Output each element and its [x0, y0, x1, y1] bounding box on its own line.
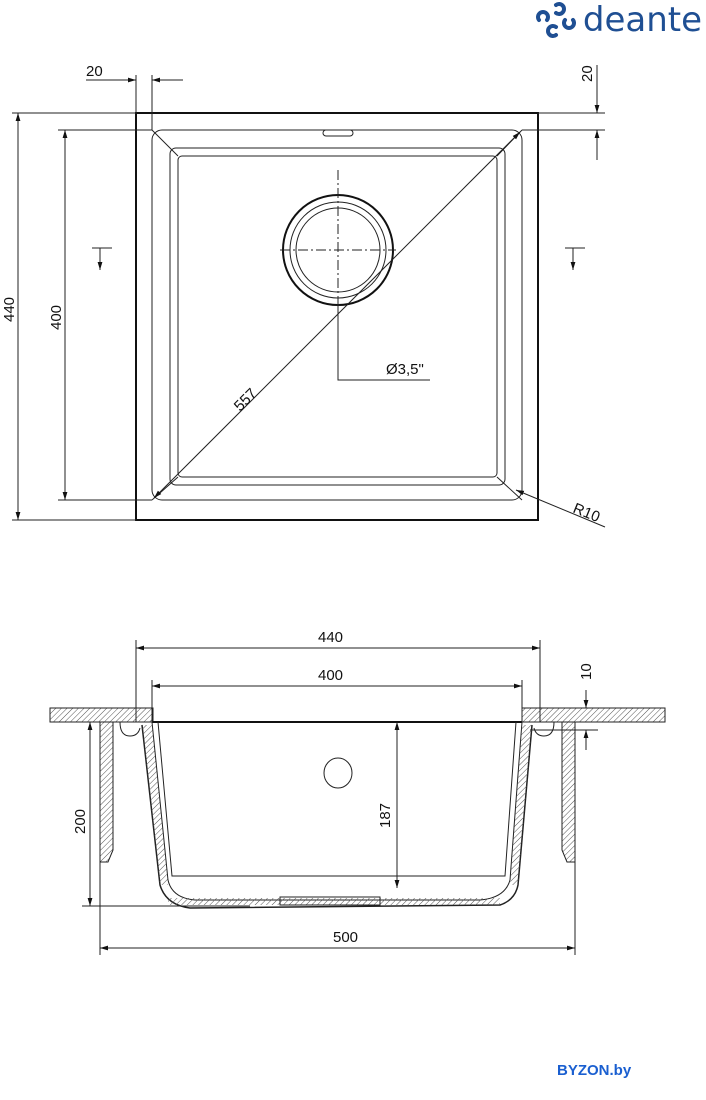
clip-right [533, 721, 555, 737]
logo-text: deante [582, 0, 702, 40]
deante-logo: deante [535, 0, 702, 40]
dim-cabinet-depth: 200 [72, 809, 89, 834]
deante-logo-icon [535, 2, 576, 38]
dim-outer-width: 440 [318, 629, 343, 646]
dim-diagonal: 557 [231, 385, 261, 415]
clip-left [119, 721, 141, 737]
section-marker-right [565, 247, 585, 270]
section-marker-left [92, 247, 112, 270]
dim-bowl-depth: 187 [377, 803, 394, 828]
dim-drain: Ø3,5" [386, 361, 424, 378]
countertop-right [521, 707, 666, 723]
dim-top-offset: 20 [579, 65, 596, 82]
dim-cabinet-width: 500 [333, 929, 358, 946]
dim-outer-height: 440 [1, 297, 18, 322]
side-view: 440 400 10 200 187 500 [49, 629, 666, 955]
cabinet-wall-right [561, 721, 576, 863]
dim-left-offset: 20 [86, 63, 103, 80]
overflow-icon [322, 129, 354, 137]
dim-radius: R10 [571, 500, 603, 526]
dim-rim: 10 [578, 663, 595, 680]
cabinet-wall-left [99, 721, 114, 863]
watermark: BYZON.by [557, 1062, 632, 1079]
sink-outer-outline [135, 112, 539, 521]
drain-seat [279, 896, 381, 906]
top-view: 557 Ø3,5" R10 20 20 440 [1, 63, 606, 528]
countertop-left [49, 707, 154, 723]
dim-inner-height: 400 [48, 305, 65, 330]
overflow-hole [323, 757, 353, 789]
dim-inner-width: 400 [318, 667, 343, 684]
